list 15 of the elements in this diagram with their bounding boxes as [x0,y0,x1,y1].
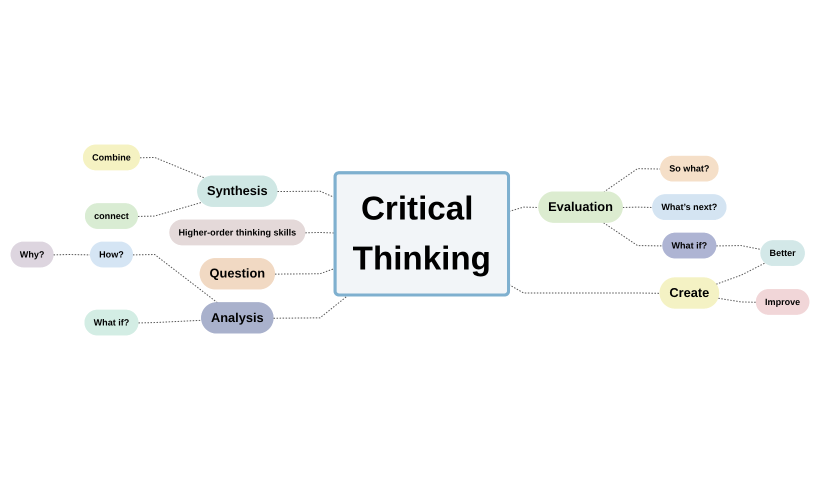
connector [53,254,92,256]
connector [304,232,336,234]
connector [508,206,540,212]
connector [718,298,758,303]
connector [603,168,662,193]
connector [622,206,654,208]
connector [138,320,202,324]
connector [273,294,349,319]
connector [132,254,218,304]
connector [139,156,206,179]
connector [716,245,762,250]
connector [603,222,664,246]
connector [274,268,336,275]
connector [716,262,766,285]
connector [137,202,203,217]
